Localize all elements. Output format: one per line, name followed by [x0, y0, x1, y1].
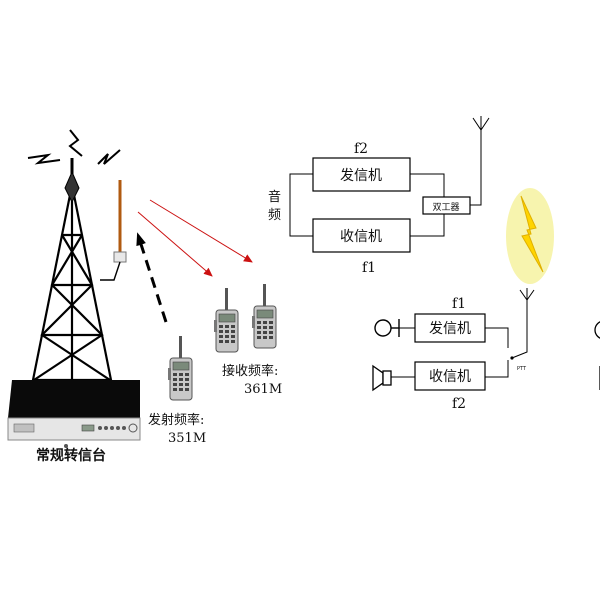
- tx-freq-value: 351M: [168, 431, 206, 446]
- tower-top-antenna: [64, 158, 80, 204]
- microphone-icon: [374, 319, 400, 337]
- downlink-arrow-1: [137, 211, 213, 277]
- radio-rx-box: [414, 361, 486, 391]
- repeater-f-top: f2: [354, 141, 368, 157]
- repeater-tx-label: 发信机: [340, 168, 382, 184]
- radio-tx-label: 发信机: [429, 321, 471, 337]
- rx-freq-label: 接收频率:: [222, 363, 278, 379]
- radio-antenna-icon: [519, 288, 535, 301]
- radio-f-bottom: f2: [452, 396, 466, 412]
- rx-freq-value: 361M: [244, 382, 282, 397]
- repeater-rx-label: 收信机: [340, 229, 382, 245]
- duplexer-label: 双工器: [432, 202, 459, 213]
- ptt-label: PTT: [517, 366, 527, 372]
- radio-block-diagram: f1 f2 发信机 收信机 PTT: [372, 288, 535, 412]
- radio-f-top: f1: [452, 296, 466, 312]
- walkie-talkie-icon: [251, 283, 277, 349]
- repeater-tower: [28, 184, 116, 396]
- repeater-f-bottom: f1: [362, 260, 376, 276]
- audio-label-top: 音: [268, 189, 281, 205]
- tx-freq-label: 发射频率:: [148, 412, 204, 428]
- walkie-talkie-icon: [167, 335, 193, 401]
- radio-rx-label: 收信机: [429, 369, 471, 385]
- repeater-unit: [7, 380, 141, 448]
- audio-label-bottom: 频: [268, 208, 281, 223]
- repeater-caption: 常规转信台: [36, 447, 106, 464]
- uplink-arrow: [136, 232, 168, 323]
- vertical-antenna: [100, 180, 127, 281]
- downlink-arrow-2: [149, 199, 253, 263]
- walkie-talkie-icon: [213, 287, 239, 353]
- tower-signal-zigzag: [27, 129, 121, 165]
- speaker-icon: [372, 364, 392, 392]
- lightning-icon: [506, 188, 554, 284]
- repeater-antenna-icon: [472, 116, 490, 131]
- cropped-edge-symbols: [594, 321, 600, 390]
- repeater-block-diagram: 发信机 收信机 f2 f1 音 频 双工器: [268, 116, 490, 276]
